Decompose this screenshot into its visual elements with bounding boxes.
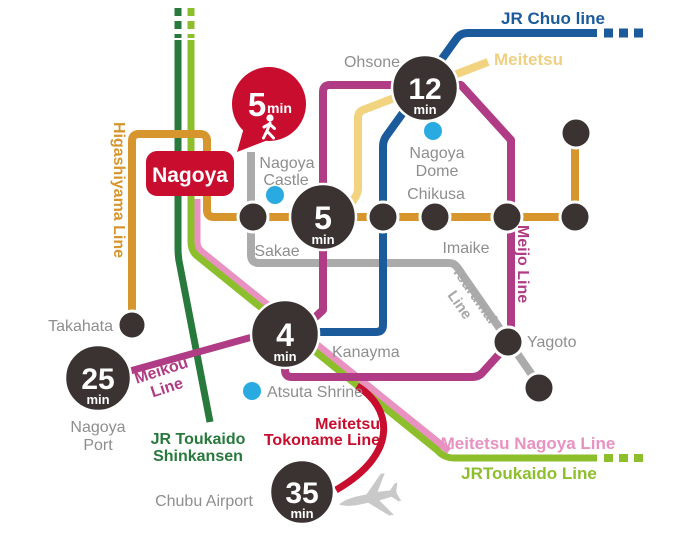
meitetsu-nagoya-line-path [193, 199, 452, 454]
atsuta-shrine-dot [243, 382, 261, 400]
svg-text:Port: Port [83, 437, 113, 454]
station-dot-orange-corner [558, 200, 592, 234]
station-dot-takahata [116, 309, 148, 341]
jr-toukaido-line-path [187, 40, 597, 462]
meitetsu-nagoya-line-label: Meitetsu Nagoya Line [441, 434, 616, 453]
station-dot-sakae-junction [236, 200, 270, 234]
kanayama-label: Kanayma [332, 344, 400, 361]
svg-text:4: 4 [276, 317, 294, 353]
station-dot-chikusa [418, 200, 452, 234]
nagoya-dome-dot [424, 122, 442, 140]
meikou-line-path [129, 332, 257, 375]
jr-toukaido-line-label: JRToukaido Line [461, 464, 597, 483]
nagoya-station-box: Nagoya [146, 151, 234, 196]
svg-text:Meitetsu: Meitetsu [315, 416, 380, 433]
station-dot-chuo-crossing [366, 200, 400, 234]
shinkansen-line-label: JR Toukaido Shinkansen [151, 431, 246, 465]
tokoname-line-path [334, 383, 388, 494]
svg-text:Castle: Castle [263, 172, 308, 189]
time-badges: 12 min 5 min 4 min 25 min 35 min [63, 53, 460, 526]
badge-12min: 12 min [390, 53, 460, 123]
meitetsu-line-path [340, 58, 490, 218]
svg-text:JR Toukaido: JR Toukaido [151, 431, 246, 448]
shinkansen-line-path [174, 40, 214, 423]
badge-5min: 5 min [288, 182, 358, 252]
svg-text:5: 5 [248, 86, 266, 123]
atsuta-shrine-label: Atsuta Shrine [267, 384, 363, 401]
nagoya-dome-label: Nagoya Dome [409, 145, 464, 180]
tsurumai-line-label: Tsurumai Line [444, 263, 501, 327]
meijo-line-label: Meijo Line [514, 225, 531, 303]
takahata-label: Takahata [48, 318, 113, 335]
badge-25min: 25 min [63, 343, 133, 413]
imaike-label: Imaike [442, 240, 489, 257]
svg-text:Shinkansen: Shinkansen [153, 448, 243, 465]
meijo-line-path [281, 81, 515, 381]
svg-text:min: min [413, 102, 436, 117]
svg-text:min: min [267, 100, 292, 116]
station-dot-orange-end [559, 116, 593, 150]
jr-chuo-line-path [318, 29, 597, 336]
nagoya-castle-dot [266, 186, 284, 204]
station-dot-tsurumai-end [522, 371, 556, 405]
ohsone-label: Ohsone [344, 54, 400, 71]
higashiyama-line-label: Higashiyama Line [110, 122, 127, 258]
jr-chuo-line-label: JR Chuo line [501, 9, 605, 28]
yagoto-label: Yagoto [527, 334, 577, 351]
svg-text:min: min [86, 392, 109, 407]
nagoya-castle-label: Nagoya Castle [259, 155, 314, 189]
svg-text:5: 5 [314, 200, 332, 236]
sakae-label: Sakae [254, 243, 299, 260]
svg-text:min: min [311, 232, 334, 247]
svg-text:min: min [273, 349, 296, 364]
meitetsu-line-label: Meitetsu [494, 50, 563, 69]
svg-text:Nagoya: Nagoya [70, 419, 125, 436]
station-dot-yagoto [491, 325, 525, 359]
meikou-line-label: Meikou Line [133, 354, 191, 401]
badge-35min: 35 min [268, 458, 336, 526]
badge-4min: 4 min [249, 298, 321, 370]
nagoya-port-label: Nagoya Port [70, 419, 125, 454]
airplane-icon [336, 471, 404, 518]
walking-person-icon [262, 114, 276, 140]
chikusa-label: Chikusa [407, 186, 465, 203]
station-dots [116, 116, 593, 405]
svg-text:12: 12 [408, 73, 441, 106]
svg-text:Nagoya: Nagoya [409, 145, 464, 162]
chubu-airport-label: Chubu Airport [155, 493, 253, 510]
svg-text:min: min [290, 506, 313, 521]
svg-text:35: 35 [285, 477, 318, 510]
svg-text:Tokoname Line: Tokoname Line [264, 432, 380, 449]
svg-text:25: 25 [81, 363, 114, 396]
walk-time-bubble: 5 min [232, 67, 306, 152]
svg-text:Dome: Dome [416, 163, 459, 180]
station-dot-imaike [490, 200, 524, 234]
nagoya-station-label: Nagoya [152, 164, 228, 187]
tokoname-line-label: Meitetsu Tokoname Line [264, 416, 380, 449]
svg-text:Nagoya: Nagoya [259, 155, 314, 172]
